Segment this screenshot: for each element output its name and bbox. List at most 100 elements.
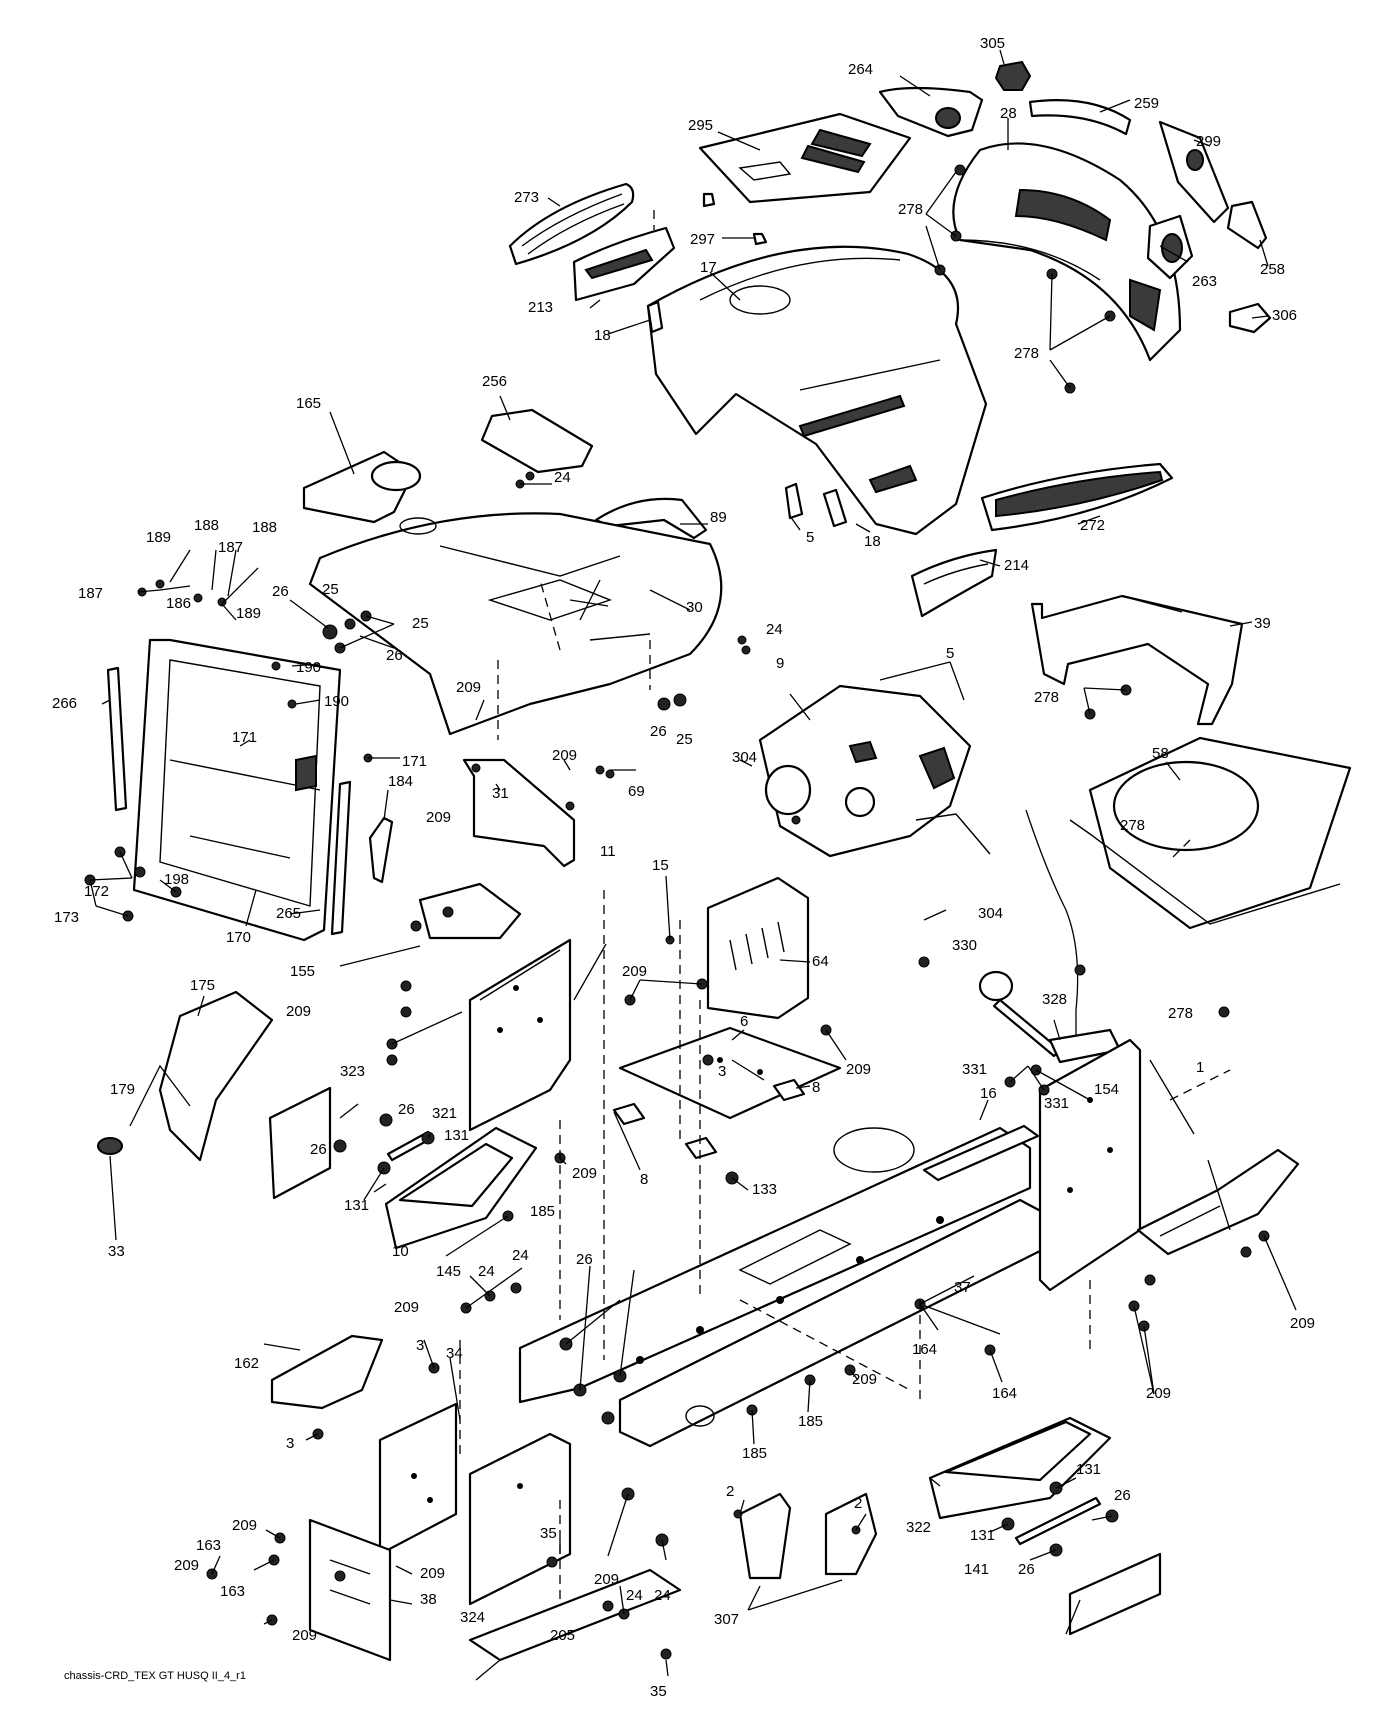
callout-264: 264 [848,61,873,78]
part-2-bracket [308,1518,392,1662]
callout-209-f: 209 [846,1061,871,1078]
callout-259: 259 [1134,95,1159,112]
part-18-strip-upper [646,300,664,334]
callout-305: 305 [980,35,1005,52]
callout-213: 213 [528,299,553,316]
part-1-frame [518,1124,1052,1448]
callout-25-a: 25 [322,581,339,598]
callout-13: 154 [1094,1081,1119,1098]
callout-185: 33 [108,1243,125,1260]
callout-331-b: 331 [1044,1095,1069,1112]
callout-328: 328 [1042,991,1067,1008]
callout-8-a: 8 [812,1079,820,1096]
part-155-bracket [418,882,522,940]
part-205-bracket-b [824,1492,878,1576]
part-297-clip-a [702,192,716,208]
part-324-plate [1068,1552,1162,1636]
part-305-lamp-clip [994,60,1032,91]
callout-209-n: 209 [420,1565,445,1582]
callout-207-a: 163 [196,1537,221,1554]
part-205-bracket-a [738,1492,792,1580]
callout-26-c: 26 [650,723,667,740]
callout-278-a: 278 [898,201,923,218]
callout-35: 205 [550,1627,575,1644]
callout-131-c: 131 [1076,1461,1101,1478]
callout-24-c: 24 [478,1263,495,1280]
callout-304-b: 304 [978,905,1003,922]
callout-322: 141 [964,1561,989,1578]
callout-186: 186 [166,595,191,612]
callout-209-j: 209 [852,1371,877,1388]
callout-26-b: 26 [386,647,403,664]
callout-133-c: 185 [742,1445,767,1462]
callout-39: 39 [1254,615,1271,632]
callout-25-b: 25 [412,615,429,632]
callout-173: 173 [54,909,79,926]
callout-24-f: 24 [654,1587,671,1604]
callout-306: 306 [1272,307,1297,324]
callout-5-b: 5 [946,645,954,662]
part-89-panel [594,497,708,540]
part-170-panel [132,638,342,942]
part-164-bracket [270,1334,384,1410]
callout-6: 6 [740,1013,748,1030]
part-272-grille [980,462,1174,532]
part-58-pan [1069,736,1352,930]
part-264-light-bracket [878,86,984,138]
part-328-cable [1025,809,1122,1064]
callout-24-d: 24 [512,1247,529,1264]
callout-278-d: 278 [1120,817,1145,834]
part-273-grille [508,182,635,266]
callout-162: 34 [446,1345,463,1362]
part-330-knob [978,970,1062,1058]
part-165-cup-holder [302,450,422,524]
callout-labels: 305 264 259 295 28 299 273 297 278 263 2… [52,35,1315,1700]
callout-209-b: 209 [552,747,577,764]
part-8-clamp-c [772,1078,806,1102]
callout-141-a: 35 [540,1525,557,1542]
callout-175: 175 [190,977,215,994]
callout-209-i: 209 [394,1299,419,1316]
part-17-hood-body [646,245,988,536]
part-34-footrest [928,1416,1112,1520]
callout-165: 165 [296,395,321,412]
callout-205-b: 2 [854,1495,862,1512]
callout-11: 11 [600,843,616,860]
callout-188-b: 188 [252,519,277,536]
part-33-footrest [384,1126,538,1250]
callout-37-b: 164 [992,1385,1017,1402]
callout-3-a: 3 [718,1063,726,1080]
callout-273: 273 [514,189,539,206]
callout-28: 28 [1000,105,1017,122]
callout-214: 214 [1004,557,1029,574]
callout-189-a: 189 [146,529,171,546]
callout-304-a: 304 [732,749,757,766]
callout-209-l: 209 [232,1517,257,1534]
callout-154: 1 [1196,1059,1204,1076]
callout-5-a: 5 [806,529,814,546]
callout-299: 299 [1196,133,1221,150]
chassis-assembly [270,758,1300,1662]
callout-9: 9 [776,655,784,672]
callout-184: 184 [388,773,413,790]
callout-209-k: 209 [1146,1385,1171,1402]
part-8-clamp-b [684,1136,718,1160]
callout-295: 295 [688,117,713,134]
part-214-vent [910,548,998,618]
part-31-bracket [462,758,576,868]
part-322-bar [1014,1496,1102,1546]
part-179-lever [97,1064,191,1155]
part-184-bracket [368,816,394,884]
callout-188-a: 188 [194,517,219,534]
part-39-bracket [1030,594,1244,726]
callout-205-a: 2 [726,1483,734,1500]
callout-1: 16 [980,1085,997,1102]
callout-3-b: 3 [416,1337,424,1354]
callout-278-c: 278 [1034,689,1059,706]
hood-assembly [302,60,1352,1064]
callout-131-a: 131 [444,1127,469,1144]
callout-2: 38 [420,1591,437,1608]
callout-37-a: 164 [912,1341,937,1358]
callout-24-b: 24 [766,621,783,638]
